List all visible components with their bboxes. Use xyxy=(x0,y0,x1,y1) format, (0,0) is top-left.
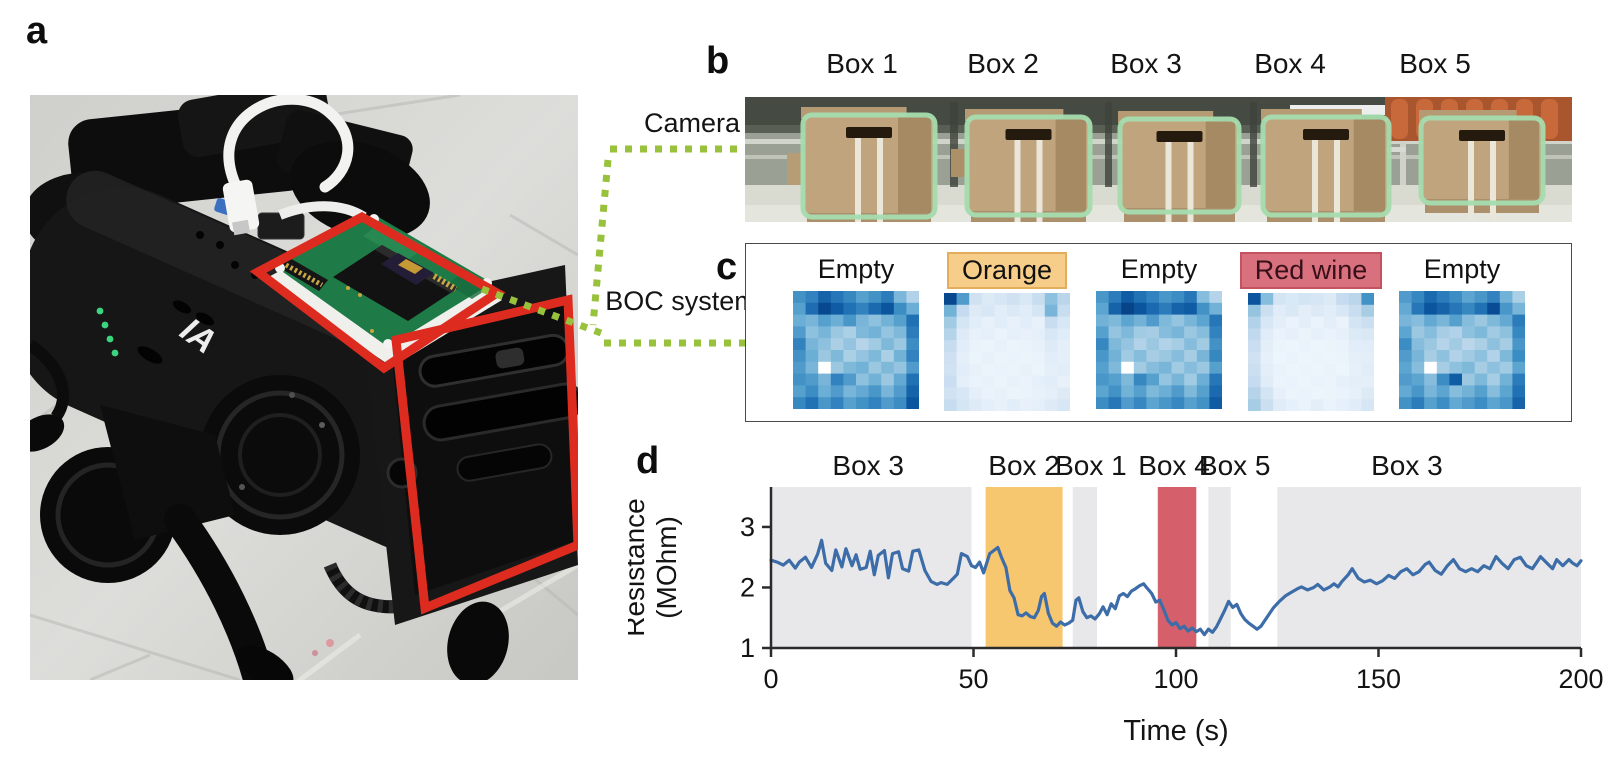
detection-bbox-3 xyxy=(1117,116,1242,215)
y-axis-title-line: (MOhm) xyxy=(651,516,682,619)
y-axis-title-line: Resistance xyxy=(628,498,650,637)
usb-plug xyxy=(222,179,260,233)
heatmap-label-5: Empty xyxy=(1423,254,1501,284)
region-label: Box 4 xyxy=(1138,450,1210,481)
sensor-heatmap-3 xyxy=(1096,291,1222,409)
pin-header xyxy=(432,273,458,292)
panel-label-b: b xyxy=(706,40,730,82)
status-leds xyxy=(96,307,119,357)
heatmap-column-2: Orange xyxy=(932,244,1082,411)
floor-speck xyxy=(312,650,318,656)
heatmap-column-1: Empty xyxy=(781,244,931,409)
x-tick-label: 50 xyxy=(958,664,988,694)
floor-streaks xyxy=(30,95,578,680)
x-axis-title: Time (s) xyxy=(1123,715,1228,747)
robot-foot xyxy=(30,414,65,452)
usb-cable-white xyxy=(278,201,367,222)
camera-lens-slots xyxy=(418,333,578,482)
box-label-1: Box 1 xyxy=(826,48,898,79)
y-tick-label: 3 xyxy=(740,512,755,542)
sensor-die xyxy=(398,259,423,274)
x-tick-label: 150 xyxy=(1356,664,1401,694)
box-label-4: Box 4 xyxy=(1254,48,1326,79)
box-label-2: Box 2 xyxy=(967,48,1039,79)
sensor-heatmap-1 xyxy=(793,291,919,409)
box-label-5: Box 5 xyxy=(1399,48,1471,79)
heatmap-label-4: Red wine xyxy=(1239,252,1383,289)
camera-annotation-label: Camera xyxy=(643,108,741,138)
boxes-photo xyxy=(745,97,1572,222)
boc-module xyxy=(333,245,458,321)
cardboard-box-1 xyxy=(800,107,938,222)
robot-foot xyxy=(236,645,294,680)
heatmap-column-4: Red wine xyxy=(1236,244,1386,411)
x-tick-label: 100 xyxy=(1153,664,1198,694)
panel-label-c: c xyxy=(716,246,738,288)
heatmap-label-1: Empty xyxy=(817,254,895,284)
heatmap-panel: Empty Orange Empty Red wine Empty xyxy=(745,243,1572,422)
heatmap-label-3: Empty xyxy=(1120,254,1198,284)
robot-leg-upper xyxy=(100,405,235,540)
cardboard-box-3 xyxy=(1117,111,1242,222)
y-tick-label: 1 xyxy=(740,633,755,663)
robot-photo: IA xyxy=(30,95,578,680)
y-axis-title: Resistance(MOhm) xyxy=(628,498,682,637)
x-tick-label: 0 xyxy=(763,664,778,694)
sensor-heatmap-5 xyxy=(1399,291,1525,409)
detection-bbox-1 xyxy=(800,112,938,220)
x-tick-label: 200 xyxy=(1558,664,1603,694)
region-box-1 xyxy=(1072,487,1097,648)
floor-speck xyxy=(326,639,334,647)
robot-foot xyxy=(447,601,509,680)
heatmap-column-5: Empty xyxy=(1387,244,1537,409)
heatmap-column-3: Empty xyxy=(1084,244,1234,409)
sensor-heatmap-2 xyxy=(944,293,1070,411)
detection-bbox-2 xyxy=(964,114,1093,218)
region-label: Box 3 xyxy=(832,450,904,481)
resistance-line xyxy=(769,538,1583,637)
region-box-3 xyxy=(771,487,972,648)
pcb-region xyxy=(363,222,426,261)
usb-plug-tip xyxy=(232,219,251,236)
region-box-3 xyxy=(1277,487,1582,648)
cardboard-box-5 xyxy=(1418,110,1546,219)
cardboard-box-4 xyxy=(1260,109,1392,222)
region-box-2 xyxy=(985,487,1063,648)
region-label: Box 1 xyxy=(1055,450,1127,481)
panel-label-d: d xyxy=(636,440,660,482)
sensor-heatmap-4 xyxy=(1248,293,1374,411)
pcb-region xyxy=(447,275,486,299)
boc-annotation-label: BOC system xyxy=(605,286,757,316)
y-tick-label: 2 xyxy=(740,572,755,602)
cable-black xyxy=(30,340,70,421)
region-label: Box 5 xyxy=(1199,450,1271,481)
panel-label-a: a xyxy=(26,10,48,52)
detection-bbox-5 xyxy=(1418,115,1546,206)
usb-cable-white xyxy=(223,95,354,196)
region-label: Box 3 xyxy=(1371,450,1443,481)
heatmap-label-2: Orange xyxy=(946,252,1068,289)
box-label-3: Box 3 xyxy=(1110,48,1182,79)
region-label: Box 2 xyxy=(988,450,1060,481)
region-box-4 xyxy=(1157,487,1197,648)
boc-highlight-box xyxy=(249,211,506,374)
cardboard-box-2 xyxy=(964,109,1093,222)
pin-header xyxy=(284,262,324,288)
detection-bbox-4 xyxy=(1260,114,1392,218)
